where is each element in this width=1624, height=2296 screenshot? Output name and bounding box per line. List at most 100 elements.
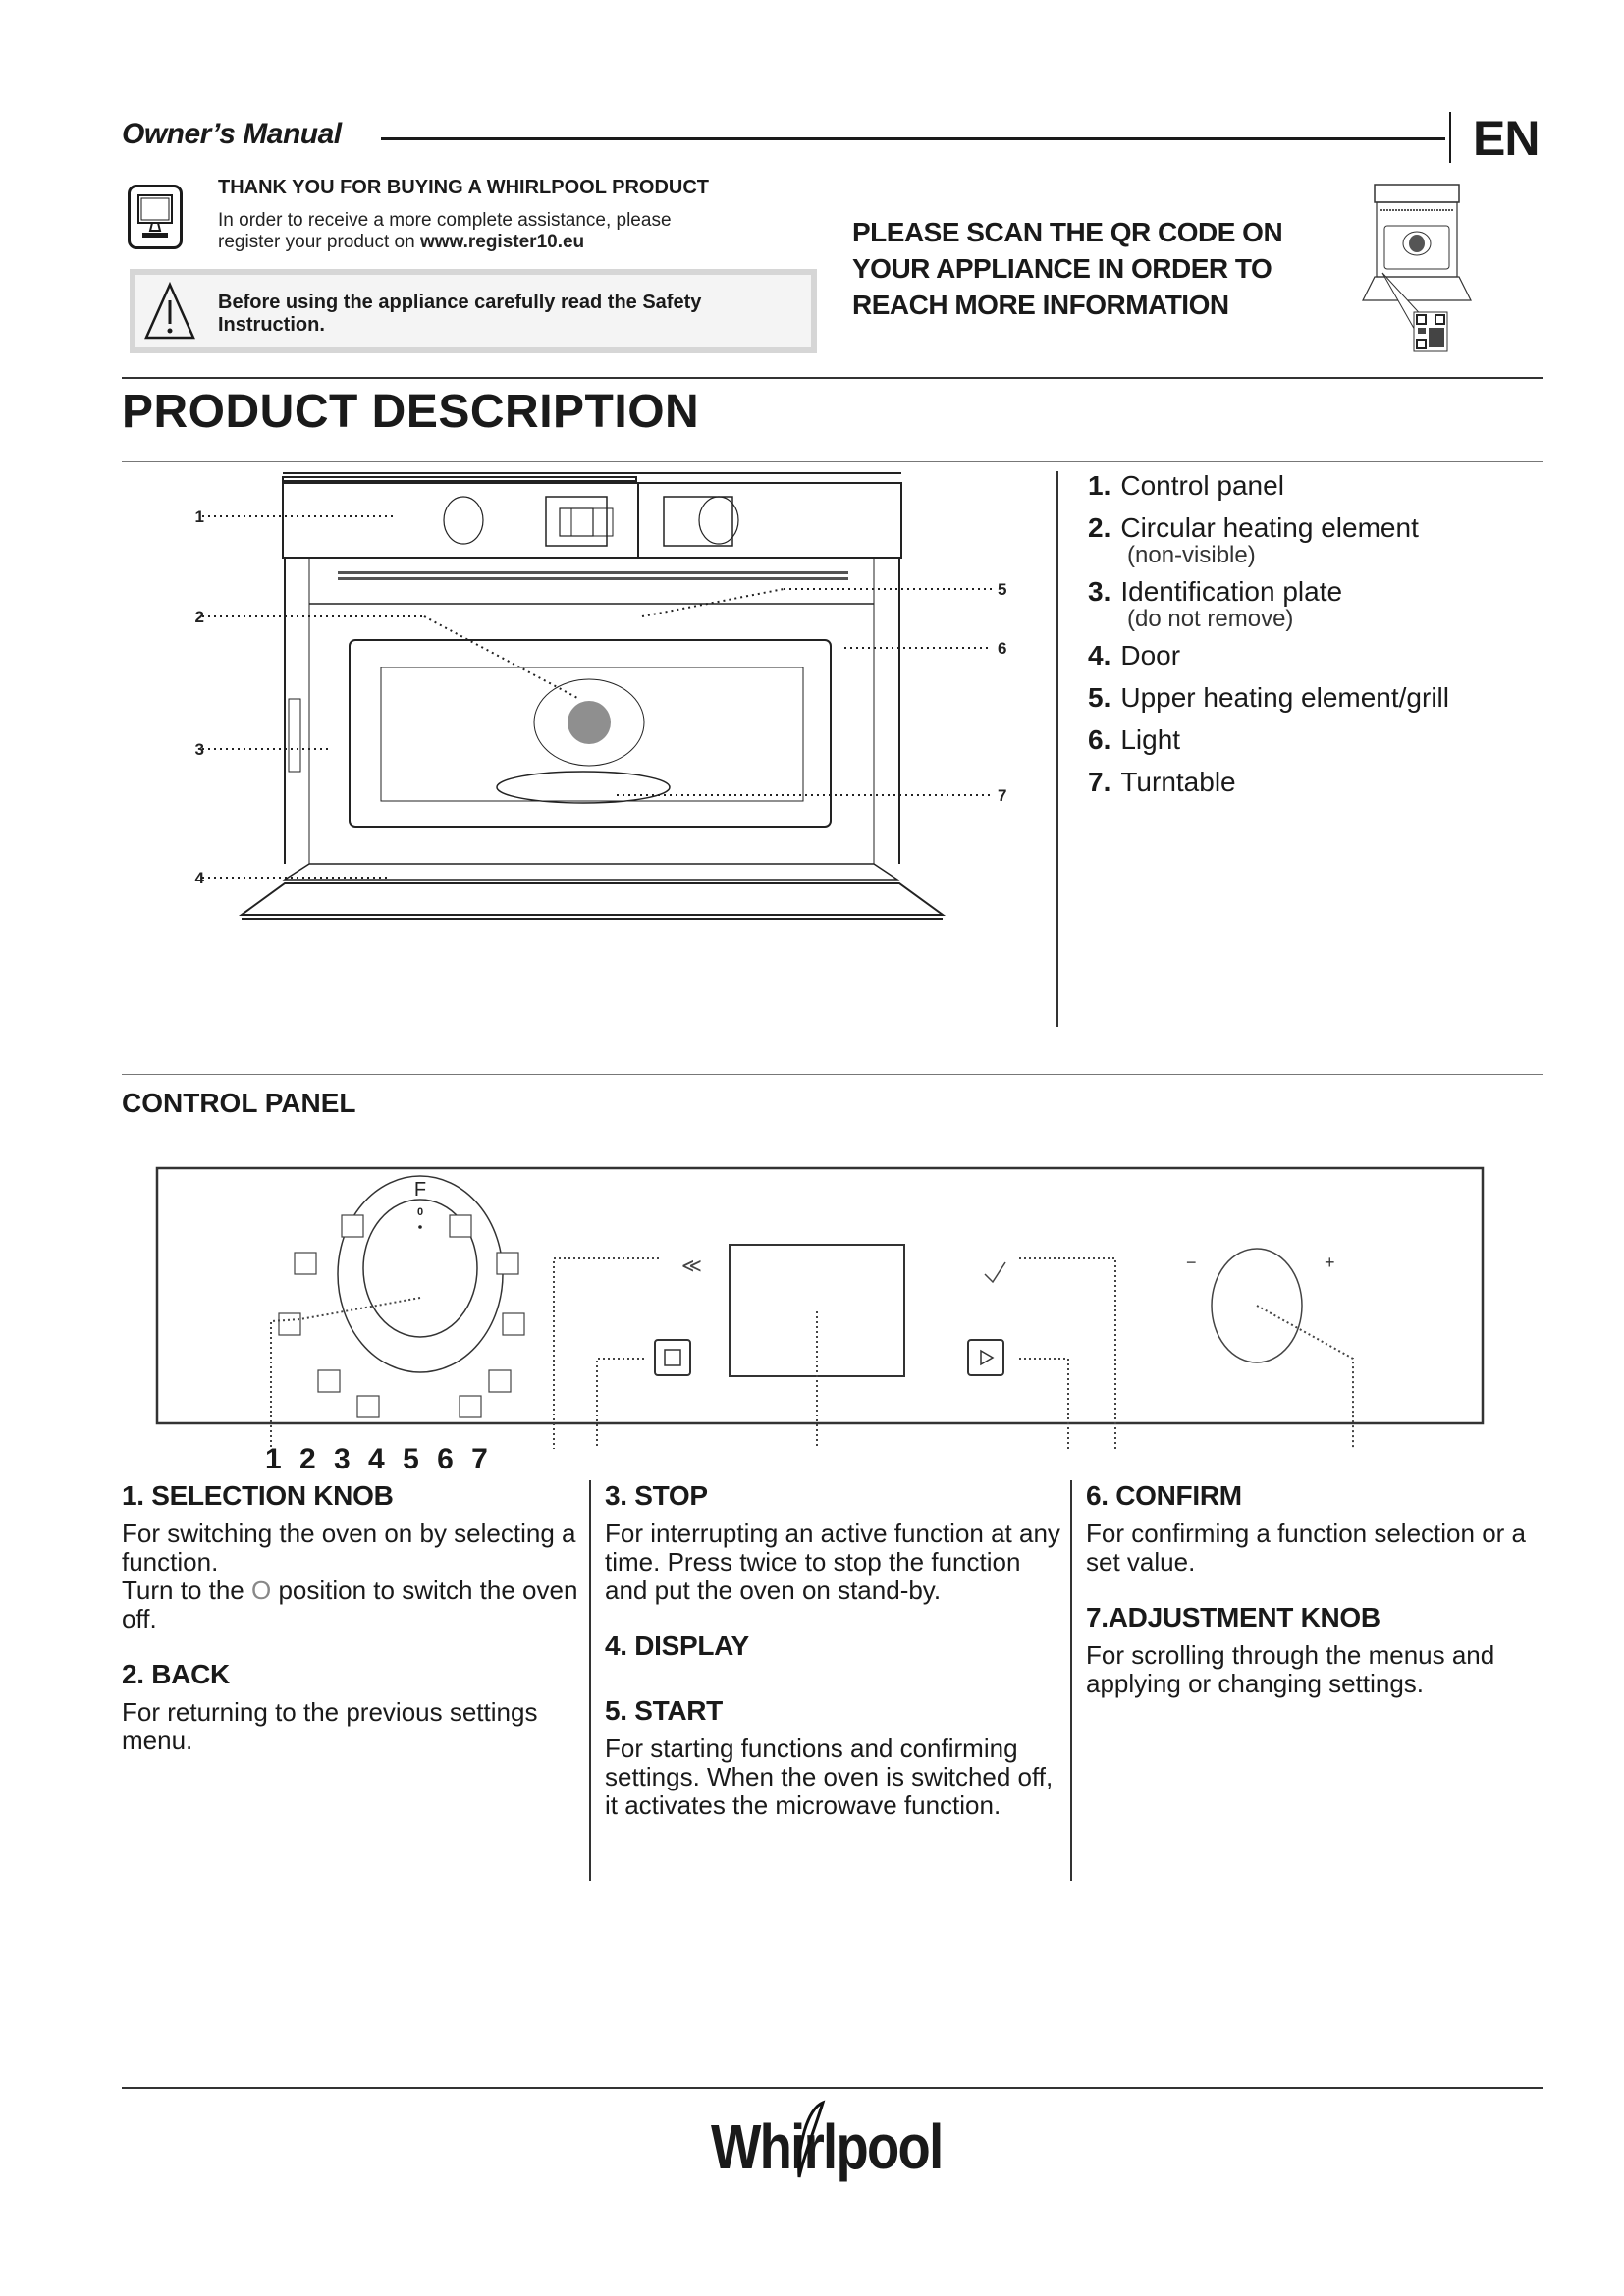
- part-item: 5. Upper heating element/grill: [1088, 681, 1449, 715]
- description-column-3: 6. CONFIRM For confirming a function sel…: [1086, 1480, 1547, 1724]
- confirm-icon[interactable]: [984, 1261, 1006, 1284]
- selection-knob-text-2a: Turn to the: [122, 1575, 251, 1605]
- adjustment-knob-heading: 7.ADJUSTMENT KNOB: [1086, 1602, 1380, 1632]
- title-underline: [122, 461, 1543, 462]
- confirm-heading: 6. CONFIRM: [1086, 1480, 1242, 1511]
- oven-callouts: 1 2 3 4 5 6 7: [167, 461, 1051, 1045]
- manual-title: Owner’s Manual: [122, 118, 342, 150]
- part-number: 3.: [1088, 576, 1111, 607]
- selection-knob-heading: 1. SELECTION KNOB: [122, 1480, 394, 1511]
- selection-knob-text: For switching the oven on by selecting a…: [122, 1519, 576, 1576]
- part-label: Control panel: [1120, 470, 1284, 501]
- registration-text-line1: In order to receive a more complete assi…: [218, 210, 672, 231]
- function-icon-fan-grill: [341, 1214, 364, 1238]
- part-number: 4.: [1088, 640, 1111, 670]
- callout-leader-5b: [641, 588, 785, 617]
- description-column-2: 3. STOP For interrupting an active funct…: [605, 1480, 1066, 1845]
- part-label: Door: [1120, 640, 1181, 670]
- leader-2: [553, 1257, 659, 1449]
- registration-heading: THANK YOU FOR BUYING A WHIRLPOOL PRODUCT: [218, 177, 709, 198]
- column-divider-2: [1070, 1480, 1072, 1881]
- whirlpool-logo: Whirlpool: [711, 2111, 944, 2182]
- function-icon-top-fan-2: [459, 1395, 482, 1418]
- callout-2: 2: [195, 608, 204, 626]
- leader-3: [596, 1358, 644, 1449]
- part-item: 6.Light: [1088, 723, 1449, 757]
- stop-text: For interrupting an active function at a…: [605, 1519, 1060, 1605]
- function-icon-top-heat: [496, 1252, 519, 1275]
- page-title: PRODUCT DESCRIPTION: [122, 386, 700, 438]
- part-label: Light: [1120, 724, 1181, 755]
- knob-label-zero: 0: [417, 1206, 423, 1218]
- function-icon-defrost: [278, 1312, 301, 1336]
- part-number: 1.: [1088, 470, 1111, 501]
- leader-7: [1256, 1305, 1354, 1449]
- stop-button[interactable]: [654, 1339, 691, 1376]
- function-icon-top-fan: [488, 1369, 512, 1393]
- qr-notice-line2: YOUR APPLIANCE IN ORDER TO: [852, 253, 1272, 284]
- part-item: 2. Circular heating element(non-visible): [1088, 511, 1449, 568]
- safety-warning-line2: Instruction.: [218, 314, 325, 336]
- part-number: 7.: [1088, 767, 1111, 797]
- part-item: 3.Identification plate(do not remove): [1088, 575, 1449, 632]
- back-text: For returning to the previous settings m…: [122, 1697, 538, 1755]
- safety-warning-line1: Before using the appliance carefully rea…: [218, 292, 702, 313]
- leader-1: [270, 1297, 421, 1449]
- selection-knob-text-2b: position to switch the oven off.: [122, 1575, 578, 1633]
- warning-triangle-icon: [143, 281, 196, 347]
- qr-notice-line1: PLEASE SCAN THE QR CODE ON: [852, 217, 1283, 247]
- selection-knob[interactable]: [337, 1175, 504, 1373]
- panel-frame: [155, 1166, 1485, 1425]
- start-button[interactable]: [967, 1339, 1004, 1376]
- parts-divider: [1056, 471, 1058, 1027]
- control-callout-digits: 1 2 3 4 5 6 7: [265, 1443, 493, 1475]
- function-icon-fan-2: [356, 1395, 380, 1418]
- function-icon-grill: [294, 1252, 317, 1275]
- start-text: For starting functions and confirming se…: [605, 1734, 1054, 1820]
- off-position-symbol: O: [251, 1575, 272, 1605]
- part-note: (do not remove): [1127, 606, 1294, 632]
- function-icon-top-steam: [502, 1312, 525, 1336]
- confirm-text: For confirming a function selection or a…: [1086, 1519, 1526, 1576]
- back-heading: 2. BACK: [122, 1659, 230, 1689]
- callout-3: 3: [195, 740, 204, 759]
- adjustment-knob[interactable]: [1211, 1248, 1303, 1363]
- knob-label-f: F: [414, 1179, 426, 1201]
- control-panel-title: CONTROL PANEL: [122, 1088, 356, 1118]
- footer-divider: [122, 2087, 1543, 2089]
- parts-list: 1. Control panel 2. Circular heating eleme…: [1088, 469, 1449, 808]
- oven-diagram: [167, 461, 1051, 1045]
- description-column-1: 1. SELECTION KNOB For switching the oven…: [122, 1480, 583, 1781]
- control-panel-diagram: F 0 ≪: [153, 1164, 1489, 1454]
- logo-swirl-icon: [789, 2099, 829, 2192]
- computer-icon: [128, 185, 183, 249]
- registration-link[interactable]: www.register10.eu: [419, 232, 585, 252]
- callout-leader-2b: [423, 615, 580, 700]
- start-heading: 5. START: [605, 1695, 723, 1726]
- section-divider-top: [122, 377, 1543, 379]
- part-item: 1. Control panel: [1088, 469, 1449, 503]
- registration-text-line2: register your product on: [218, 232, 420, 252]
- callout-6: 6: [998, 639, 1006, 658]
- language-divider: [1449, 112, 1451, 163]
- callout-4: 4: [195, 869, 205, 887]
- part-label: Turntable: [1120, 767, 1236, 797]
- column-divider-1: [589, 1480, 591, 1881]
- language-code: EN: [1473, 111, 1540, 166]
- part-label: Circular heating element: [1120, 512, 1419, 543]
- part-note: (non-visible): [1127, 542, 1256, 568]
- section-divider-control: [122, 1074, 1543, 1075]
- qr-notice-line3: REACH MORE INFORMATION: [852, 290, 1229, 320]
- function-icon-fan-1: [317, 1369, 341, 1393]
- part-label: Upper heating element/grill: [1120, 682, 1449, 713]
- adjustment-knob-text: For scrolling through the menus and appl…: [1086, 1640, 1495, 1698]
- minus-label: −: [1186, 1253, 1197, 1272]
- header-rule: [381, 137, 1445, 140]
- safety-warning-text: Before using the appliance carefully rea…: [218, 292, 701, 337]
- part-item: 4. Door: [1088, 639, 1449, 672]
- back-icon[interactable]: ≪: [681, 1255, 702, 1277]
- part-number: 5.: [1088, 682, 1111, 713]
- function-icon-steam: [449, 1214, 472, 1238]
- part-number: 2.: [1088, 512, 1111, 543]
- leader-5: [1019, 1358, 1069, 1449]
